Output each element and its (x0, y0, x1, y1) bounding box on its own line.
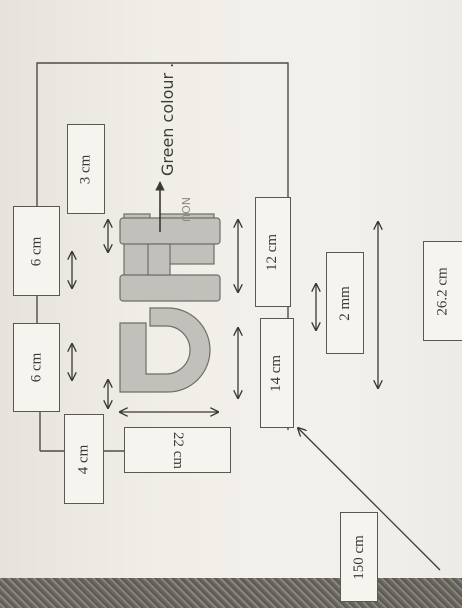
dim-box-left-bottom: 4 cm (64, 414, 104, 504)
dim-box-inner-top: 3 cm (67, 124, 105, 214)
letter-h-shape (119, 213, 221, 302)
dim-box-bottom: 22 cm (124, 427, 231, 473)
green-colour-note: Green colour . (158, 62, 177, 176)
leader-line-150 (298, 428, 441, 571)
dim-box-right-top: 12 cm (255, 197, 291, 307)
board-outline (36, 62, 289, 213)
logo-text: NOU (179, 197, 192, 222)
dim-box-outside-height: 26.2 cm (423, 241, 462, 341)
dim-box-left-mid: 6 cm (13, 323, 60, 412)
dim-box-gap: 2 mm (326, 252, 364, 354)
dim-box-corner: 150 cm (340, 512, 378, 602)
dim-box-right-bottom: 14 cm (260, 318, 294, 428)
dim-box-left-top: 6 cm (13, 206, 60, 296)
letter-u-shape (119, 307, 211, 393)
paper-edge (0, 578, 462, 608)
